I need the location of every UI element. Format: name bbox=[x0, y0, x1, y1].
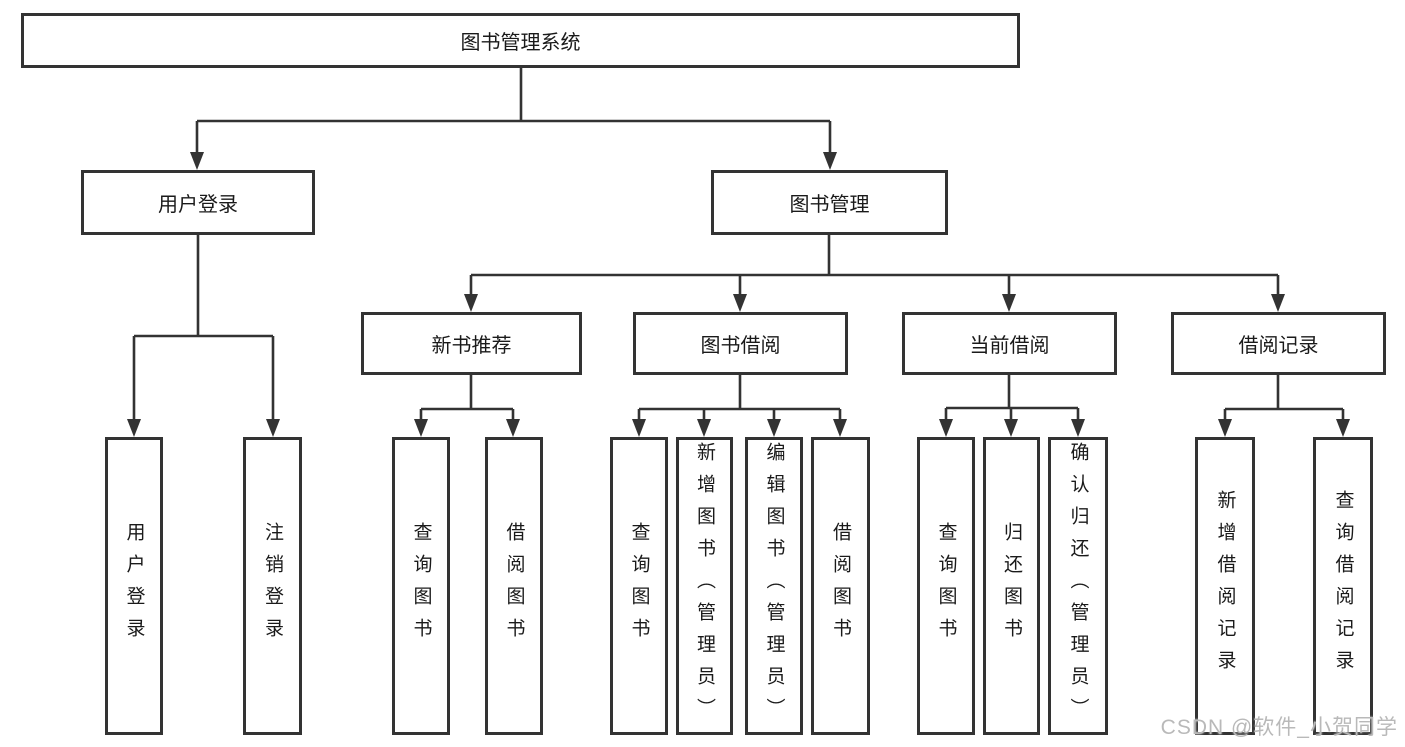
arrowhead bbox=[266, 419, 280, 437]
arrowhead bbox=[1004, 419, 1018, 437]
arrowhead bbox=[1218, 419, 1232, 437]
leaf-borrow-add-books-admin: 新增图书（管理员） bbox=[676, 437, 733, 735]
leaf-logout-label: 注销登录 bbox=[262, 522, 283, 650]
node-book-borrowing-label: 图书借阅 bbox=[700, 335, 781, 357]
leaf-user-login-label: 用户登录 bbox=[123, 522, 145, 650]
leaf-records-add-record-label: 新增借阅记录 bbox=[1214, 490, 1236, 682]
node-library-system-label: 图书管理系统 bbox=[460, 32, 581, 54]
node-library-system: 图书管理系统 bbox=[21, 13, 1020, 68]
watermark-text: CSDN @软件_小贺同学 bbox=[1160, 716, 1398, 739]
arrowhead bbox=[939, 419, 953, 437]
leaf-records-query-record: 查询借阅记录 bbox=[1313, 437, 1373, 735]
node-book-borrowing: 图书借阅 bbox=[633, 312, 848, 375]
arrowhead bbox=[1271, 294, 1285, 312]
leaf-records-query-record-label: 查询借阅记录 bbox=[1332, 490, 1354, 682]
arrowhead bbox=[414, 419, 428, 437]
leaf-borrow-borrow-books: 借阅图书 bbox=[811, 437, 870, 735]
leaf-borrow-edit-books-admin-label: 编辑图书（管理员） bbox=[763, 442, 785, 730]
node-user-login: 用户登录 bbox=[81, 170, 315, 235]
leaf-current-return-books: 归还图书 bbox=[983, 437, 1040, 735]
leaf-borrow-borrow-books-label: 借阅图书 bbox=[830, 522, 851, 650]
arrowhead bbox=[190, 152, 204, 170]
leaf-current-query-books: 查询图书 bbox=[917, 437, 975, 735]
leaf-newbook-borrow-books: 借阅图书 bbox=[485, 437, 543, 735]
arrowhead bbox=[1071, 419, 1085, 437]
leaf-current-query-books-label: 查询图书 bbox=[935, 522, 957, 650]
leaf-current-confirm-return-admin: 确认归还（管理员） bbox=[1048, 437, 1108, 735]
arrowhead bbox=[697, 419, 711, 437]
leaf-newbook-query-books-label: 查询图书 bbox=[410, 522, 432, 650]
node-book-management: 图书管理 bbox=[711, 170, 948, 235]
leaf-borrow-add-books-admin-label: 新增图书（管理员） bbox=[694, 442, 715, 730]
arrowhead bbox=[1002, 294, 1016, 312]
leaf-borrow-edit-books-admin: 编辑图书（管理员） bbox=[745, 437, 803, 735]
arrowhead bbox=[506, 419, 520, 437]
arrowhead bbox=[1336, 419, 1350, 437]
arrowhead bbox=[833, 419, 847, 437]
leaf-logout: 注销登录 bbox=[243, 437, 302, 735]
node-user-login-label: 用户登录 bbox=[158, 194, 238, 216]
node-current-borrowing: 当前借阅 bbox=[902, 312, 1117, 375]
leaf-current-confirm-return-admin-label: 确认归还（管理员） bbox=[1067, 442, 1089, 730]
leaf-borrow-query-books: 查询图书 bbox=[610, 437, 668, 735]
leaf-current-return-books-label: 归还图书 bbox=[1001, 522, 1022, 650]
node-new-book-recommend-label: 新书推荐 bbox=[431, 335, 512, 357]
node-new-book-recommend: 新书推荐 bbox=[361, 312, 582, 375]
node-borrowing-records-label: 借阅记录 bbox=[1238, 335, 1319, 357]
arrowhead bbox=[464, 294, 478, 312]
leaf-records-add-record: 新增借阅记录 bbox=[1195, 437, 1255, 735]
leaf-borrow-query-books-label: 查询图书 bbox=[628, 522, 650, 650]
arrowhead bbox=[823, 152, 837, 170]
arrowhead bbox=[767, 419, 781, 437]
leaf-newbook-borrow-books-label: 借阅图书 bbox=[503, 522, 525, 650]
arrowhead bbox=[733, 294, 747, 312]
arrowhead bbox=[632, 419, 646, 437]
arrowhead bbox=[127, 419, 141, 437]
node-book-management-label: 图书管理 bbox=[789, 194, 870, 216]
leaf-newbook-query-books: 查询图书 bbox=[392, 437, 450, 735]
node-current-borrowing-label: 当前借阅 bbox=[969, 335, 1050, 357]
node-borrowing-records: 借阅记录 bbox=[1171, 312, 1386, 375]
leaf-user-login: 用户登录 bbox=[105, 437, 163, 735]
